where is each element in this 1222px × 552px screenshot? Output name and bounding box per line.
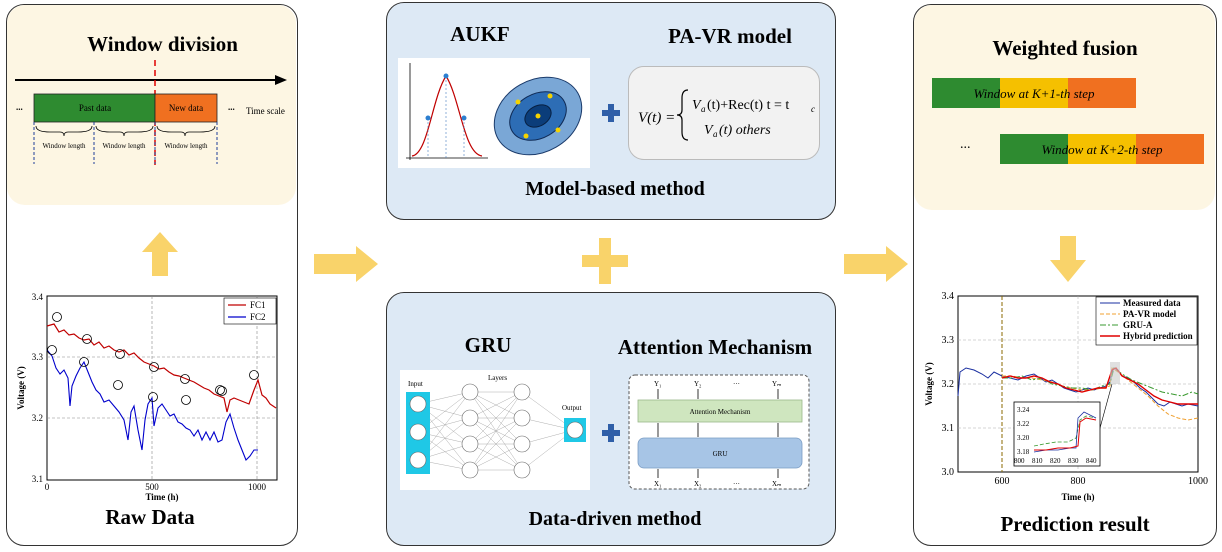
raw-ytick-3: 3.1 <box>32 474 43 484</box>
raw-legend-fc1: FC1 <box>250 300 266 310</box>
raw-ytick-1: 3.3 <box>32 352 44 362</box>
inset-xtick-1: 810 <box>1032 457 1043 465</box>
nn-layers-label: Layers <box>488 374 507 382</box>
gru-layer-label: GRU <box>713 450 728 458</box>
pavr-equation-box <box>628 66 820 160</box>
fusion-ellipsis: ... <box>960 137 971 152</box>
attention-layer-label: Attention Mechanism <box>690 408 751 416</box>
fusion-windows: Window at K+1-th step ... Window at K+2-… <box>932 78 1204 164</box>
raw-xtick-1: 500 <box>145 482 159 492</box>
prediction-chart: 3.4 3.3 3.2 3.1 3.0 600 800 1000 Time (h… <box>924 291 1208 502</box>
hybrid-series <box>1001 367 1198 405</box>
ellipsis-left: ... <box>16 102 23 112</box>
right-arrow-1 <box>314 246 378 282</box>
weighted-fusion-title: Weighted fusion <box>992 36 1138 60</box>
raw-xtick-2: 1000 <box>248 482 267 492</box>
pred-ytick-1: 3.3 <box>942 335 955 346</box>
fc2-series <box>46 349 258 461</box>
raw-data-title: Raw Data <box>105 505 195 529</box>
raw-data-chart: 3.4 3.3 3.2 3.1 0 500 1000 Time (h) Volt… <box>16 292 278 502</box>
window-k2-label: Window at K+2-th step <box>1041 142 1163 157</box>
svg-text:Y₁: Y₁ <box>654 380 662 388</box>
plus-icon-model <box>602 104 620 122</box>
nn-output-label: Output <box>562 404 582 412</box>
model-based-caption: Model-based method <box>525 178 705 200</box>
inset-xtick-0: 800 <box>1014 457 1025 465</box>
down-arrow-right <box>1050 236 1086 282</box>
pavr-title: PA-VR model <box>668 24 792 48</box>
window-division-diagram: Past data New data ... ... Time scale Wi… <box>15 60 287 165</box>
equation-lhs: V(t) = <box>638 110 675 126</box>
inset-xtick-4: 840 <box>1086 457 1097 465</box>
svg-text:···: ··· <box>733 380 740 388</box>
window-length-label-1: Window length <box>42 142 86 150</box>
pred-legend-measured: Measured data <box>1123 298 1181 308</box>
aukf-figure <box>398 58 590 168</box>
fc1-series <box>46 323 277 413</box>
window-division-title: Window division <box>87 32 238 56</box>
aukf-title: AUKF <box>450 22 510 46</box>
ellipsis-right: ... <box>228 102 235 112</box>
raw-ytick-0: 3.4 <box>32 292 44 302</box>
up-arrow-left <box>142 232 178 276</box>
svg-text:Y₂: Y₂ <box>694 380 702 388</box>
pred-xtick-0: 600 <box>995 476 1010 487</box>
inset-ytick-3: 3.18 <box>1017 448 1030 456</box>
raw-ylabel: Voltage (V) <box>16 366 26 409</box>
pred-ytick-0: 3.4 <box>942 291 955 302</box>
equation-row1: V <box>692 98 702 113</box>
gru-title: GRU <box>464 333 512 357</box>
window-k1-label: Window at K+1-th step <box>973 86 1095 101</box>
right-arrow-2 <box>844 246 908 282</box>
inset-xtick-2: 820 <box>1050 457 1061 465</box>
pred-xtick-1: 800 <box>1071 476 1086 487</box>
svg-text:c: c <box>811 104 815 114</box>
svg-text:X₂: X₂ <box>694 480 702 488</box>
pred-xtick-2: 1000 <box>1188 476 1208 487</box>
svg-text:X₁: X₁ <box>654 480 662 488</box>
raw-xtick-0: 0 <box>45 482 50 492</box>
pavr-equation: V(t) = V a (t)+Rec(t) t = t c V a (t) ot… <box>638 89 815 141</box>
pavr-series <box>1002 367 1199 421</box>
nn-input-label: Input <box>408 380 423 388</box>
attention-figure: Attention Mechanism GRU Y₁ Y₂ ··· Yₘ X₁ X₂ ··… <box>628 374 810 490</box>
svg-text:Yₘ: Yₘ <box>772 380 781 388</box>
pred-ytick-4: 3.0 <box>942 467 955 478</box>
inset-ytick-2: 3.20 <box>1017 434 1030 442</box>
measured-series <box>957 367 1199 407</box>
pred-legend-pavr: PA-VR model <box>1123 309 1177 319</box>
plus-icon-big <box>582 238 628 284</box>
grua-series <box>1002 367 1199 397</box>
equation-row2: V <box>704 123 714 138</box>
past-data-label: Past data <box>79 103 111 113</box>
svg-text:···: ··· <box>733 480 740 488</box>
inset-ytick-1: 3.22 <box>1017 420 1030 428</box>
time-scale-label: Time scale <box>246 106 285 116</box>
pred-legend-hybrid: Hybrid prediction <box>1123 331 1193 341</box>
svg-text:Xₘ: Xₘ <box>772 480 781 488</box>
raw-ytick-2: 3.2 <box>32 413 43 423</box>
inset-ytick-0: 3.24 <box>1017 406 1030 414</box>
equation-row2-rest: (t) others <box>719 123 771 138</box>
new-data-label: New data <box>169 103 203 113</box>
raw-legend-fc2: FC2 <box>250 312 266 322</box>
pred-ytick-3: 3.1 <box>942 423 955 434</box>
pred-ytick-2: 3.2 <box>942 379 955 390</box>
equation-row1-rest: (t)+Rec(t) t = t <box>707 98 789 113</box>
svg-text:a: a <box>713 129 718 139</box>
attention-title: Attention Mechanism <box>617 335 813 359</box>
prediction-result-title: Prediction result <box>1000 512 1150 536</box>
inset-xtick-3: 830 <box>1068 457 1079 465</box>
raw-xlabel: Time (h) <box>145 492 178 502</box>
pred-legend-grua: GRU-A <box>1123 320 1153 330</box>
svg-text:a: a <box>701 104 706 114</box>
gru-network-figure: Input Layers Output <box>400 370 590 490</box>
plus-icon-data <box>602 424 620 442</box>
window-length-label-2: Window length <box>102 142 146 150</box>
pred-xlabel: Time (h) <box>1061 492 1094 502</box>
window-length-label-3: Window length <box>164 142 208 150</box>
data-driven-caption: Data-driven method <box>528 508 702 530</box>
pred-ylabel: Voltage (V) <box>924 362 934 405</box>
